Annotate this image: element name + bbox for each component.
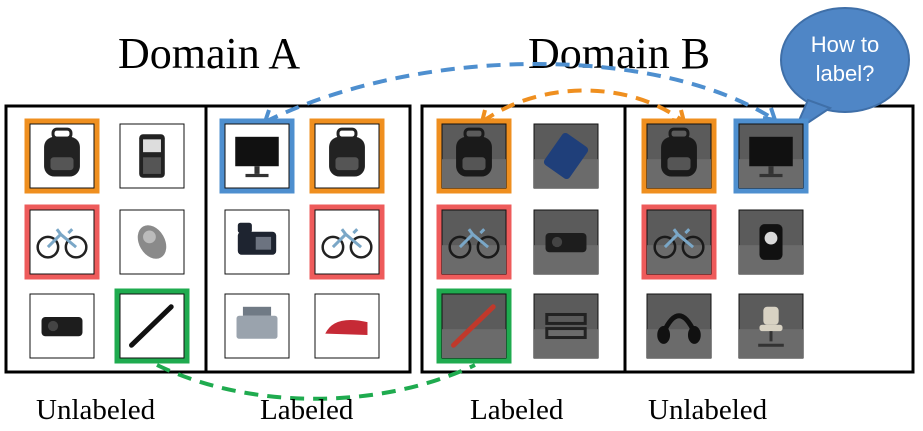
domain-a-labeled-tile (224, 209, 290, 275)
domain-a-panel (4, 104, 412, 374)
domain-a-labeled-caption: Labeled (260, 394, 354, 426)
monitor-highlight-frame (219, 118, 295, 194)
calculator-icon (543, 132, 589, 180)
domain-a-unlabeled-tile (29, 293, 95, 359)
monitor-highlight-frame (733, 118, 809, 194)
monitor-icon (749, 136, 793, 178)
domain-b-unlabeled-tile (646, 293, 712, 359)
image-tiles (24, 118, 809, 364)
domain-b-labeled-tile (533, 293, 599, 359)
domain-a-unlabeled-tile (114, 288, 190, 364)
domain-b-unlabeled-caption: Unlabeled (648, 394, 768, 426)
backpack-highlight-frame (309, 118, 385, 194)
domain-a-labeled-tile (309, 118, 385, 194)
domain-b-labeled-tile (533, 123, 599, 189)
domain-a-unlabeled-tile (119, 123, 185, 189)
desk-phone-icon (237, 222, 277, 255)
bike-icon (653, 228, 705, 259)
domain-b-panel (420, 104, 915, 374)
bike-highlight-frame (309, 204, 385, 280)
projector-icon (41, 317, 83, 337)
pen-highlight-frame (436, 288, 512, 364)
pen-icon (129, 304, 174, 348)
callout-line-2: label? (816, 61, 875, 86)
backpack-correspondence-arrow (480, 88, 686, 124)
monitor-correspondence-arrow (264, 62, 777, 124)
stapler-icon (325, 319, 368, 335)
callout-line-1: How to (811, 32, 879, 57)
domain-a-unlabeled-tile (24, 204, 100, 280)
domain-b-labeled-tile (436, 204, 512, 280)
domain-b-title: Domain B (528, 29, 711, 78)
domain-b-unlabeled-tile (641, 204, 717, 280)
bike-highlight-frame (641, 204, 717, 280)
bike-icon (321, 228, 373, 259)
domain-a-labeled-tile (219, 118, 295, 194)
bike-icon (448, 228, 500, 259)
backpack-icon (456, 127, 492, 177)
headphones-icon (657, 313, 701, 344)
domain-b-labeled-caption: Labeled (470, 394, 564, 426)
callout-bubble (780, 7, 911, 113)
desk-chair-icon (758, 306, 784, 347)
domain-b-labeled-tile (436, 118, 512, 194)
monitor-icon (235, 136, 279, 178)
bike-icon (36, 228, 88, 259)
domain-a-unlabeled-caption: Unlabeled (36, 394, 156, 426)
domain-b-unlabeled-tile (738, 209, 804, 275)
backpack-highlight-frame (24, 118, 100, 194)
backpack-highlight-frame (641, 118, 717, 194)
domain-b-unlabeled-tile (733, 118, 809, 194)
backpack-icon (329, 127, 365, 177)
backpack-highlight-frame (436, 118, 512, 194)
backpack-icon (44, 127, 80, 177)
pen-icon (451, 304, 496, 348)
domain-b-labeled-tile (533, 209, 599, 275)
domain-b-labeled-tile (436, 288, 512, 364)
domain-b-unlabeled-tile (738, 293, 804, 359)
pen-highlight-frame (114, 288, 190, 364)
domain-a-labeled-tile (224, 293, 290, 359)
domain-a-unlabeled-tile (119, 209, 185, 275)
domain-a-title: Domain A (118, 29, 301, 78)
projector-icon (545, 233, 587, 253)
bike-highlight-frame (436, 204, 512, 280)
tape-dispenser-icon (759, 224, 783, 260)
mouse-icon (137, 225, 167, 259)
cell-phone-icon (139, 134, 165, 178)
domain-a-labeled-tile (309, 204, 385, 280)
letter-tray-icon (545, 312, 587, 340)
printer-icon (236, 306, 278, 339)
bike-highlight-frame (24, 204, 100, 280)
domain-a-unlabeled-tile (24, 118, 100, 194)
domain-a-labeled-tile (314, 293, 380, 359)
backpack-icon (661, 127, 697, 177)
pen-correspondence-arrow (156, 363, 476, 401)
domain-b-unlabeled-tile (641, 118, 717, 194)
